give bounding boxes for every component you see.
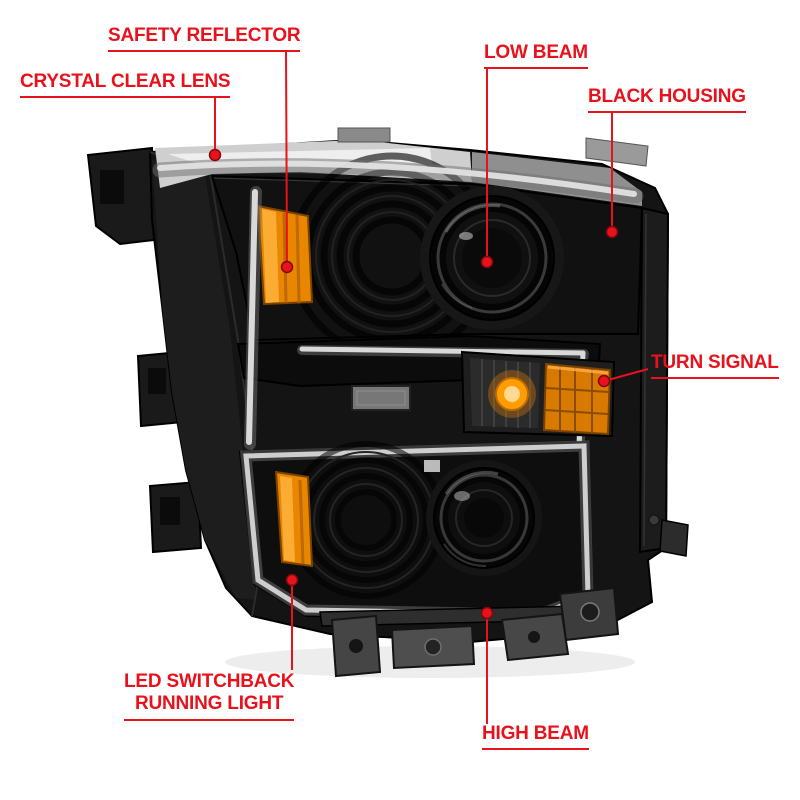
callout-label-led-switchback-running-light: LED SWITCHBACK RUNNING LIGHT <box>124 671 294 721</box>
callout-label-black-housing: BLACK HOUSING <box>588 86 746 113</box>
callout-dots <box>208 148 619 620</box>
callout-dot-led-switchback <box>285 573 299 587</box>
callout-dot-black-housing <box>605 225 619 239</box>
callout-label-high-beam: HIGH BEAM <box>482 723 589 750</box>
top-center-tab <box>337 127 391 143</box>
callout-dot-turn-signal <box>597 374 611 388</box>
callout-label-low-beam: LOW BEAM <box>484 42 588 69</box>
mounting-brackets-left <box>86 146 203 554</box>
drl-junction <box>424 460 440 472</box>
turn-signal-amber-reflector <box>542 362 612 436</box>
callout-line-safety-reflector <box>285 49 288 264</box>
lower-amber-reflector <box>274 470 314 568</box>
callout-leader-lines <box>214 49 649 724</box>
upper-amber-reflector <box>256 204 314 306</box>
low-beam-projector <box>420 186 564 330</box>
callout-dot-high-beam <box>480 606 494 620</box>
callout-dot-low-beam <box>480 255 494 269</box>
callout-line-turn-signal <box>607 368 649 381</box>
top-right-bracket <box>585 137 649 167</box>
callout-label-safety-reflector: SAFETY REFLECTOR <box>108 25 301 52</box>
mid-gray-tab <box>351 385 411 411</box>
lower-pod <box>238 440 594 622</box>
callout-dot-crystal-clear-lens <box>208 148 222 162</box>
callout-dot-safety-reflector <box>280 260 294 274</box>
right-housing-wall <box>638 206 670 554</box>
callout-label-crystal-clear-lens: CRYSTAL CLEAR LENS <box>20 71 231 98</box>
bottom-mounting-brackets <box>319 519 689 678</box>
turn-signal-assembly <box>460 350 616 438</box>
high-beam-projector <box>426 460 542 576</box>
callout-label-turn-signal: TURN SIGNAL <box>651 352 779 379</box>
